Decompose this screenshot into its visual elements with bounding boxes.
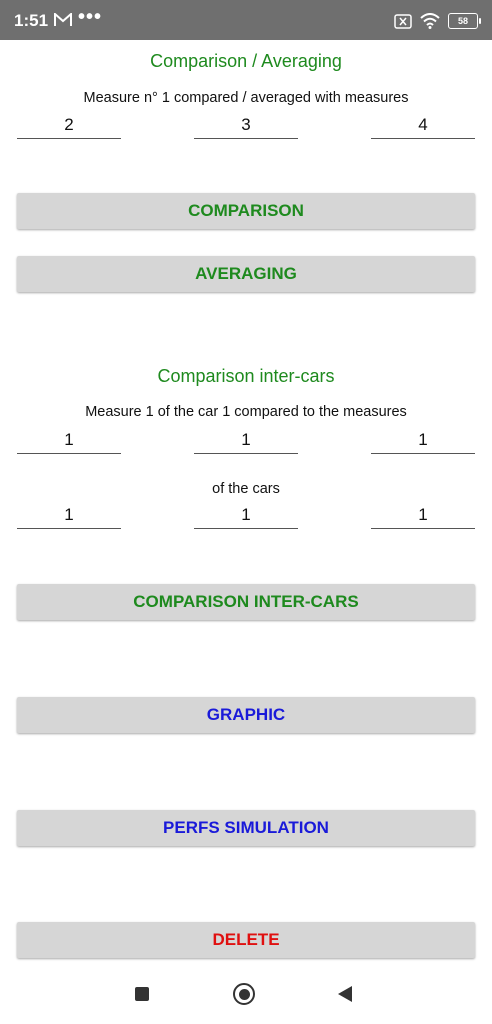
- comparison-title: Comparison / Averaging: [150, 51, 342, 71]
- back-icon[interactable]: [338, 986, 352, 1002]
- measure-field-2[interactable]: 3: [194, 114, 298, 139]
- navigation-bar: [0, 970, 492, 1024]
- cars-caption: of the cars: [212, 481, 280, 497]
- car-field-1[interactable]: 1: [17, 504, 121, 529]
- car-field-3[interactable]: 1: [371, 504, 475, 529]
- intercars-measure-field-1[interactable]: 1: [17, 429, 121, 454]
- intercars-caption: Measure 1 of the car 1 compared to the m…: [85, 404, 407, 420]
- mail-icon: [54, 13, 72, 26]
- more-notifications-icon: •••: [78, 6, 103, 28]
- status-bar: 1:51 ••• 58: [0, 0, 492, 40]
- comparison-button[interactable]: COMPARISON: [17, 193, 475, 229]
- graphic-button[interactable]: GRAPHIC: [17, 697, 475, 733]
- no-sim-icon: [394, 13, 412, 29]
- measure-field-1[interactable]: 2: [17, 114, 121, 139]
- battery-icon: 58: [448, 13, 481, 29]
- home-icon[interactable]: [233, 983, 255, 1005]
- status-time: 1:51: [14, 11, 49, 30]
- intercars-title: Comparison inter-cars: [157, 366, 335, 386]
- battery-level: 58: [457, 16, 468, 26]
- comparison-caption: Measure n° 1 compared / averaged with me…: [83, 90, 409, 106]
- wifi-icon: [420, 13, 440, 29]
- perfs-simulation-button[interactable]: PERFS SIMULATION: [17, 810, 475, 846]
- averaging-button[interactable]: AVERAGING: [17, 256, 475, 292]
- delete-button[interactable]: DELETE: [17, 922, 475, 958]
- car-field-2[interactable]: 1: [194, 504, 298, 529]
- measure-field-3[interactable]: 4: [371, 114, 475, 139]
- intercars-measure-field-3[interactable]: 1: [371, 429, 475, 454]
- comparison-intercars-button[interactable]: COMPARISON INTER-CARS: [17, 584, 475, 620]
- recents-icon[interactable]: [135, 987, 149, 1001]
- intercars-measure-field-2[interactable]: 1: [194, 429, 298, 454]
- status-icons: 58: [394, 11, 481, 31]
